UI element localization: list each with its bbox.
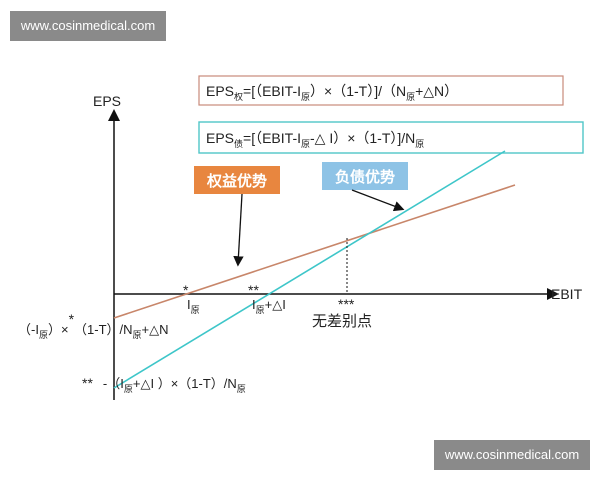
x-equity-mark: * — [183, 282, 189, 298]
equity-pointer-arrow — [233, 193, 244, 267]
debt-formula-box — [198, 121, 584, 154]
equity-advantage-box — [194, 166, 280, 194]
equity-formula-box — [198, 75, 564, 106]
debt-pointer-arrow — [351, 189, 405, 212]
watermark-top: www.cosinmedical.com — [10, 11, 166, 41]
x-debt-intercept: I原+△I — [252, 297, 286, 315]
debt-advantage-box — [322, 162, 408, 190]
y-equity-intercept: （-I原）×*（1-T）/N原+△N — [18, 311, 169, 340]
debt-formula: EPS债=[（EBIT-I原-△ I）×（1-T）]/N原 — [206, 130, 424, 149]
x-axis-label: EBIT — [551, 286, 583, 302]
debt-eps-line — [113, 150, 506, 389]
watermark-bottom: www.cosinmedical.com — [434, 440, 590, 470]
y-debt-intercept: **-（I原+△I ）×（1-T）/N原 — [82, 375, 246, 394]
equity-formula: EPS权=[（EBIT-I原）×（1-T）]/（N原+△N） — [206, 83, 458, 102]
equity-advantage-label: 权益优势 — [206, 172, 267, 190]
indifference-point-label: 无差别点 — [312, 312, 372, 330]
equity-eps-line — [113, 184, 516, 319]
debt-advantage-label: 负债优势 — [335, 168, 395, 186]
y-axis-label: EPS — [93, 93, 121, 109]
x-indiff-mark: *** — [338, 296, 355, 312]
x-equity-intercept: I原 — [187, 297, 200, 315]
x-debt-mark: ** — [248, 282, 259, 298]
